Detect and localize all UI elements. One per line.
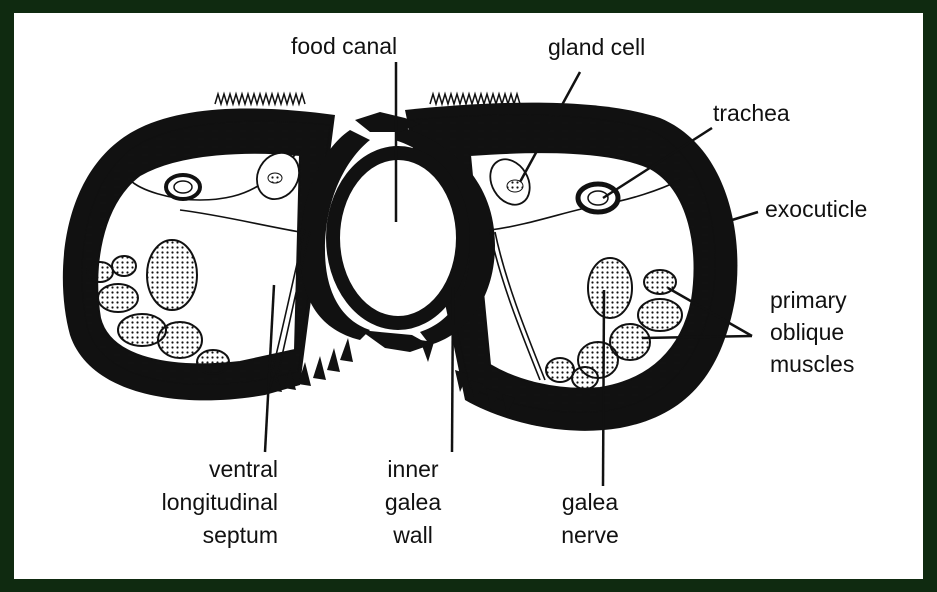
label-exocuticle: exocuticle [765, 196, 867, 222]
label-ventral: ventral [209, 456, 278, 482]
right-trachea-structure [578, 184, 618, 212]
left-trachea-structure [166, 175, 200, 199]
left-galea-nerve [147, 240, 197, 310]
label-muscles: muscles [770, 351, 854, 377]
food-canal-lumen [333, 153, 463, 323]
label-gland-cell: gland cell [548, 34, 645, 60]
label-nerve: nerve [561, 522, 619, 548]
right-galea-nerve [588, 258, 632, 318]
label-food-canal: food canal [291, 33, 397, 59]
label-primary: primary [770, 287, 847, 313]
leader-exocuticle [732, 212, 758, 220]
label-trachea: trachea [713, 100, 790, 126]
leader-inner-galea-wall [452, 287, 453, 452]
label-longitudinal: longitudinal [162, 489, 278, 515]
label-inner: inner [387, 456, 438, 482]
label-galea-2: galea [562, 489, 618, 515]
leader-galea-nerve [603, 290, 604, 486]
label-septum: septum [203, 522, 278, 548]
label-oblique: oblique [770, 319, 844, 345]
label-wall: wall [392, 522, 433, 548]
dorsal-surface-hairs [215, 94, 520, 104]
label-galea: galea [385, 489, 441, 515]
